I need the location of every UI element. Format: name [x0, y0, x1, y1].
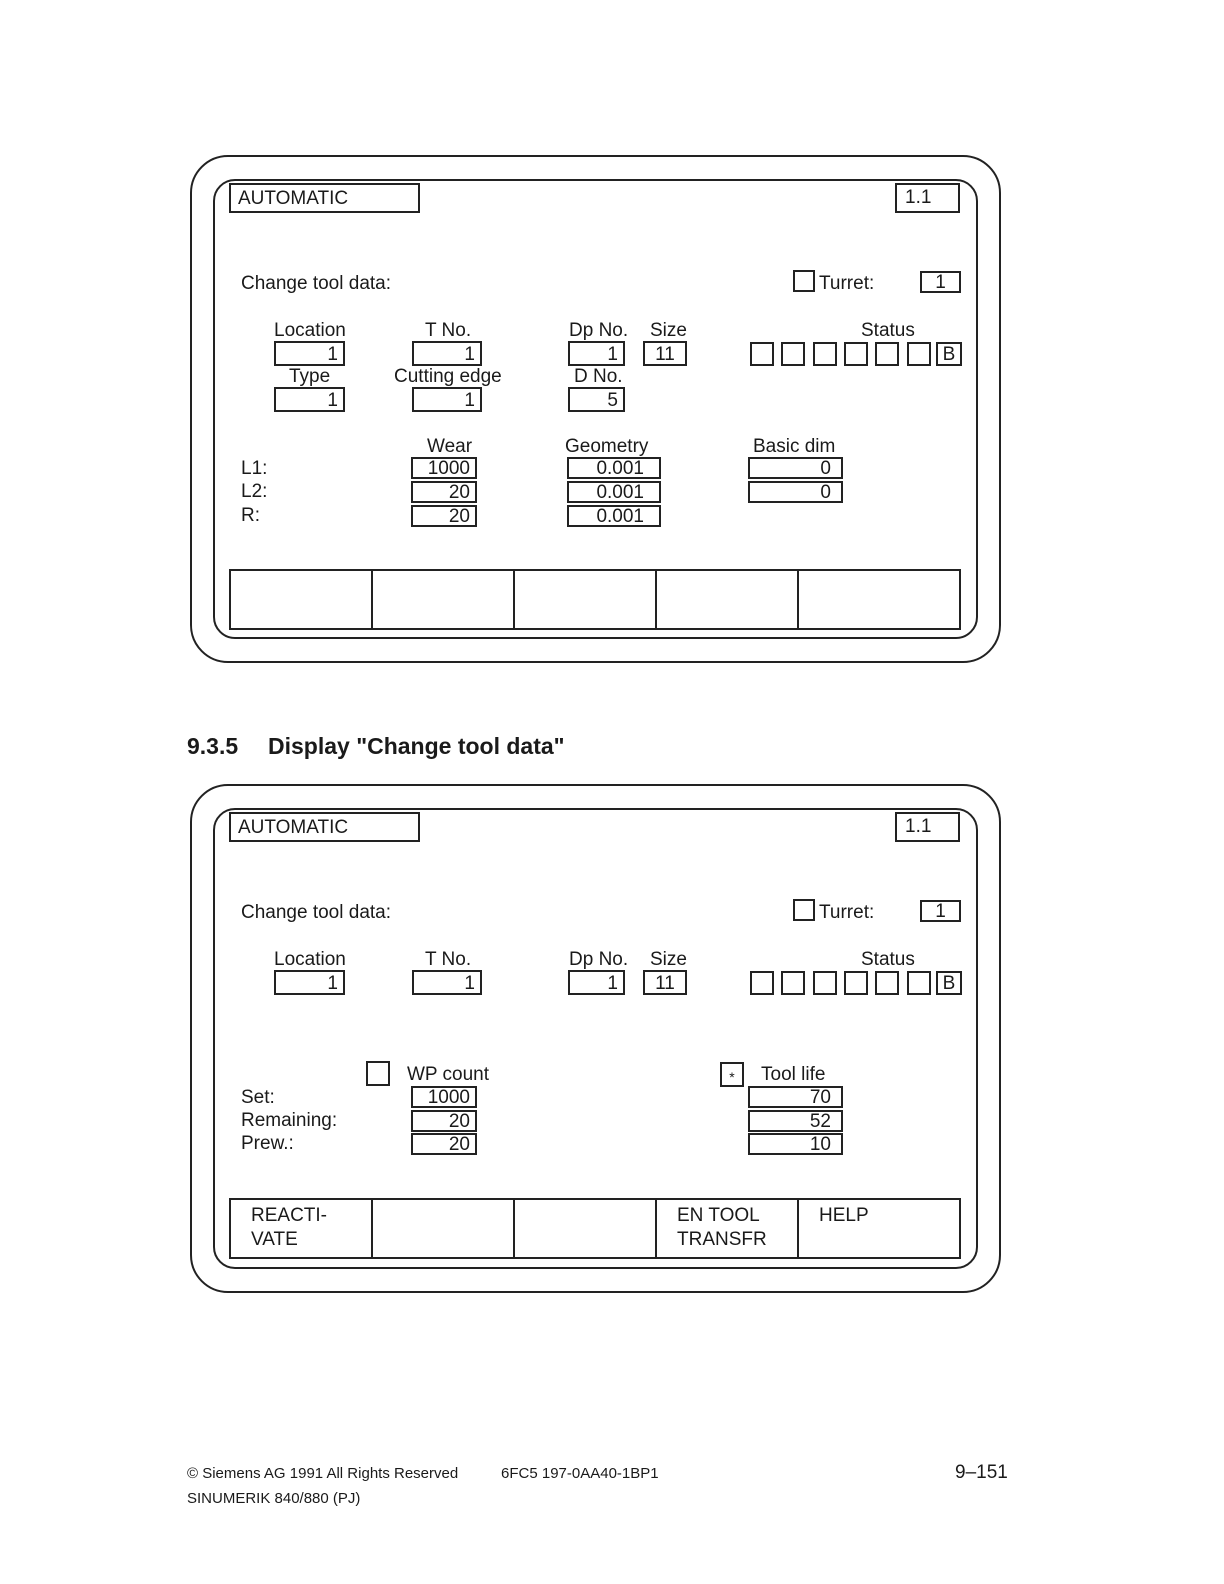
size-label: Size	[650, 949, 687, 970]
wp-remaining-field[interactable]: 20	[411, 1110, 477, 1132]
status-box-2[interactable]	[781, 971, 805, 995]
status-box-1[interactable]	[750, 971, 774, 995]
basic-dim-l1-field[interactable]: 0	[748, 457, 843, 479]
turret-checkbox[interactable]	[793, 270, 815, 292]
size-field[interactable]: 11	[643, 341, 687, 366]
softkey-5[interactable]	[799, 571, 959, 628]
channel-display: 1.1	[895, 183, 960, 213]
tno-label: T No.	[425, 949, 472, 970]
status-box-6[interactable]	[907, 342, 931, 366]
geometry-header: Geometry	[565, 436, 649, 457]
row-label-l2: L2:	[241, 481, 268, 502]
location-label: Location	[274, 949, 346, 970]
mode-display: AUTOMATIC	[229, 812, 420, 842]
row-label-prew: Prew.:	[241, 1133, 294, 1154]
cutting-edge-field[interactable]: 1	[412, 387, 482, 412]
footer-page-number: 9–151	[955, 1462, 1008, 1483]
size-field[interactable]: 11	[643, 970, 687, 995]
softkey-4[interactable]	[657, 571, 799, 628]
status-box-6[interactable]	[907, 971, 931, 995]
status-box-2[interactable]	[781, 342, 805, 366]
section-title: Display "Change tool data"	[268, 733, 565, 759]
wear-l1-field[interactable]: 1000	[411, 457, 477, 479]
status-label: Status	[861, 949, 915, 970]
status-box-3[interactable]	[813, 342, 837, 366]
softkey-bar: REACTI- VATE EN TOOL TRANSFR HELP	[229, 1198, 961, 1259]
tool-life-header: Tool life	[761, 1064, 826, 1085]
softkey-3[interactable]	[515, 1200, 657, 1257]
tool-life-set-field[interactable]: 70	[748, 1086, 843, 1108]
screen-frame-outer	[190, 784, 1001, 1293]
screen-frame-inner	[213, 179, 978, 639]
row-label-r: R:	[241, 505, 260, 526]
mode-display: AUTOMATIC	[229, 183, 420, 213]
wp-prew-field[interactable]: 20	[411, 1133, 477, 1155]
row-label-remaining: Remaining:	[241, 1110, 338, 1131]
status-box-b[interactable]: B	[936, 342, 962, 366]
status-box-3[interactable]	[813, 971, 837, 995]
turret-checkbox[interactable]	[793, 899, 815, 921]
softkey-bar	[229, 569, 961, 630]
location-label: Location	[274, 320, 346, 341]
geometry-l2-field[interactable]: 0.001	[567, 481, 661, 503]
wp-count-checkbox[interactable]	[366, 1061, 390, 1086]
tool-life-checkbox[interactable]: *	[720, 1062, 744, 1087]
tno-field[interactable]: 1	[412, 970, 482, 995]
tno-field[interactable]: 1	[412, 341, 482, 366]
dpno-field[interactable]: 1	[568, 341, 625, 366]
footer-order-number: 6FC5 197-0AA40-1BP1	[501, 1465, 659, 1482]
basic-dim-l2-field[interactable]: 0	[748, 481, 843, 503]
wear-header: Wear	[427, 436, 473, 457]
page-title: Change tool data:	[241, 902, 392, 923]
dpno-field[interactable]: 1	[568, 970, 625, 995]
status-box-1[interactable]	[750, 342, 774, 366]
dpno-label: Dp No.	[569, 949, 629, 970]
type-field[interactable]: 1	[274, 387, 345, 412]
help-softkey[interactable]: HELP	[819, 1205, 869, 1226]
geometry-r-field[interactable]: 0.001	[567, 505, 661, 527]
location-field[interactable]: 1	[274, 341, 345, 366]
page-title: Change tool data:	[241, 273, 392, 294]
tno-label: T No.	[425, 320, 472, 341]
wear-l2-field[interactable]: 20	[411, 481, 477, 503]
status-box-5[interactable]	[875, 971, 899, 995]
tool-life-remaining-field[interactable]: 52	[748, 1110, 843, 1132]
turret-field[interactable]: 1	[920, 271, 961, 293]
turret-field[interactable]: 1	[920, 900, 961, 922]
channel-display: 1.1	[895, 812, 960, 842]
row-label-set: Set:	[241, 1087, 275, 1108]
turret-label: Turret:	[819, 273, 875, 294]
wear-r-field[interactable]: 20	[411, 505, 477, 527]
geometry-l1-field[interactable]: 0.001	[567, 457, 661, 479]
softkey-3[interactable]	[515, 571, 657, 628]
turret-label: Turret:	[819, 902, 875, 923]
section-number: 9.3.5	[187, 733, 239, 759]
screen-frame-inner	[213, 808, 978, 1269]
dpno-label: Dp No.	[569, 320, 629, 341]
type-label: Type	[289, 366, 331, 387]
cutting-edge-label: Cutting edge	[394, 366, 502, 387]
basic-dim-header: Basic dim	[753, 436, 836, 457]
softkey-1[interactable]	[231, 571, 373, 628]
softkey-2[interactable]	[373, 571, 515, 628]
wp-set-field[interactable]: 1000	[411, 1086, 477, 1108]
en-tool-transfr-softkey[interactable]: EN TOOL TRANSFR	[657, 1200, 799, 1257]
dno-field[interactable]: 5	[568, 387, 625, 412]
wp-count-header: WP count	[407, 1064, 490, 1085]
row-label-l1: L1:	[241, 458, 268, 479]
footer-product: SINUMERIK 840/880 (PJ)	[187, 1490, 361, 1507]
softkey-2[interactable]	[373, 1200, 515, 1257]
status-box-5[interactable]	[875, 342, 899, 366]
size-label: Size	[650, 320, 687, 341]
status-label: Status	[861, 320, 915, 341]
reactivate-softkey[interactable]: REACTI- VATE	[231, 1200, 373, 1257]
footer-copyright: © Siemens AG 1991 All Rights Reserved	[187, 1465, 459, 1482]
dno-label: D No.	[574, 366, 623, 387]
status-box-4[interactable]	[844, 971, 868, 995]
status-box-4[interactable]	[844, 342, 868, 366]
location-field[interactable]: 1	[274, 970, 345, 995]
status-box-b[interactable]: B	[936, 971, 962, 995]
tool-life-prew-field[interactable]: 10	[748, 1133, 843, 1155]
screen-frame-outer	[190, 155, 1001, 663]
